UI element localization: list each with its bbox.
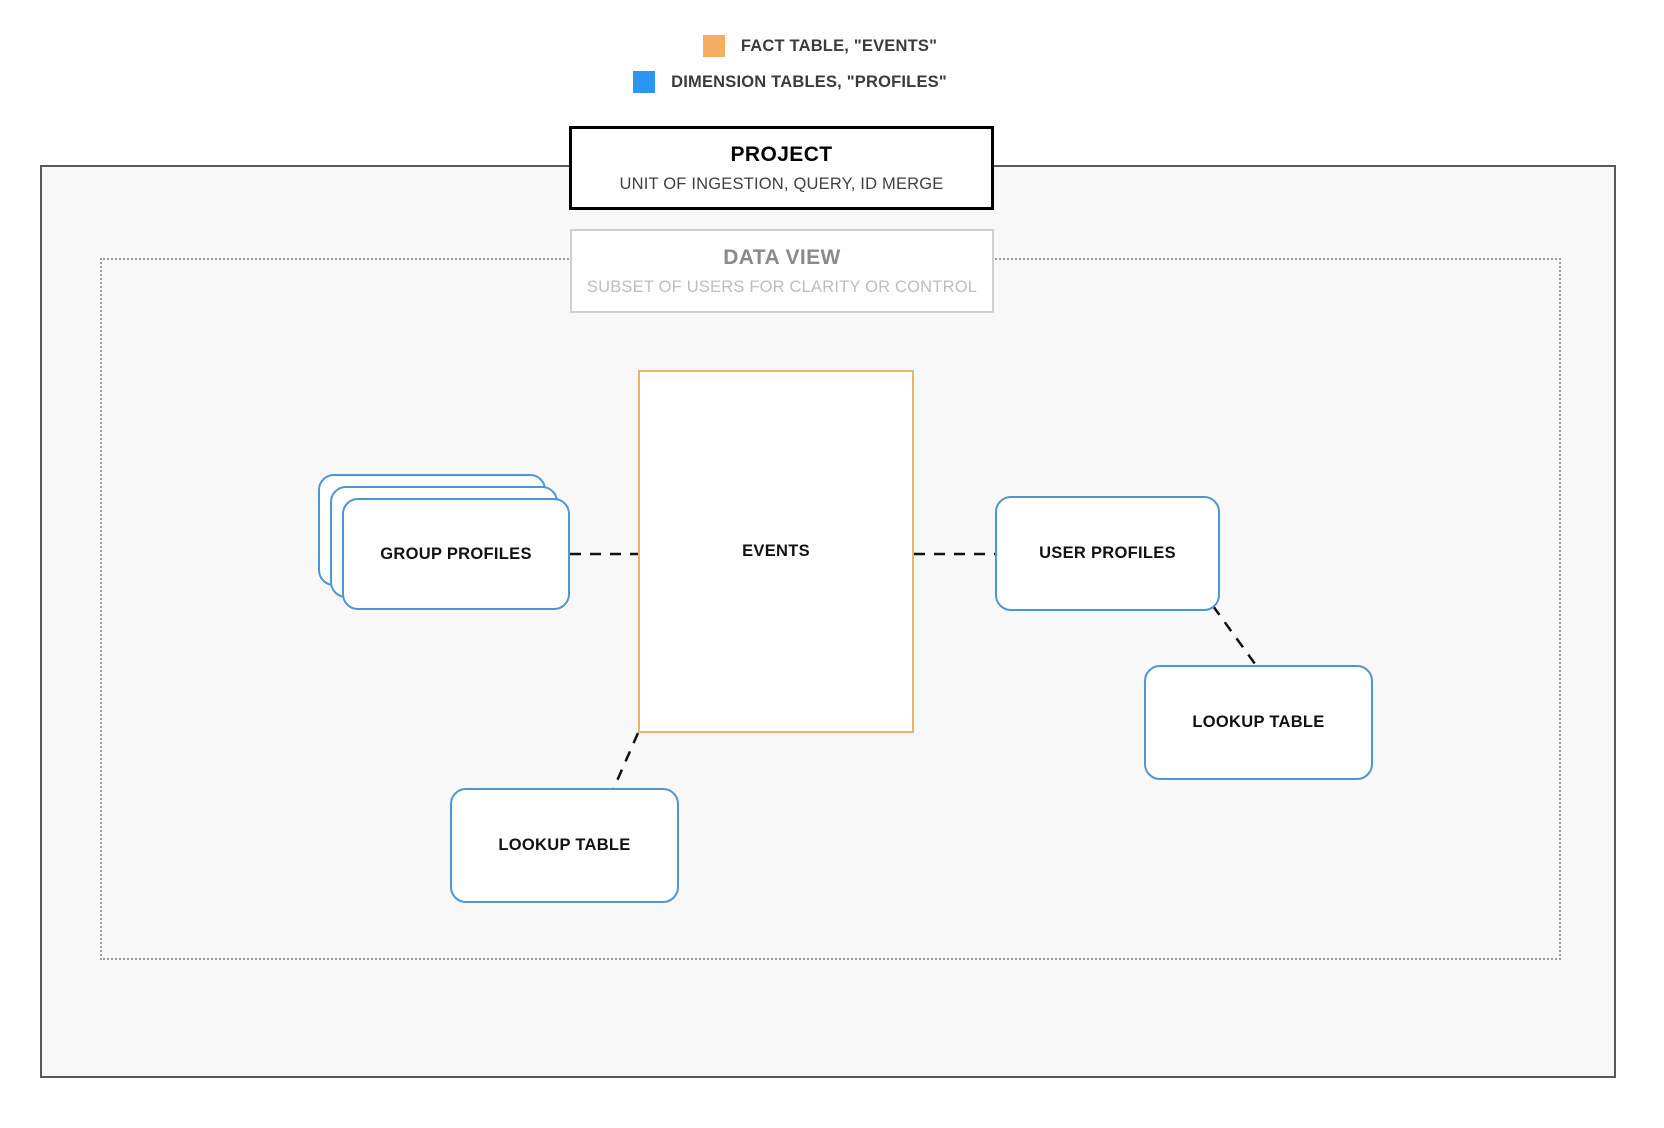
node-label-user-profiles: USER PROFILES — [1039, 544, 1176, 562]
data-view-header-box: DATA VIEW SUBSET OF USERS FOR CLARITY OR… — [570, 229, 994, 313]
group-profiles-card-front[interactable]: GROUP PROFILES — [342, 498, 570, 610]
project-subtitle: UNIT OF INGESTION, QUERY, ID MERGE — [619, 174, 944, 193]
legend-item-dimension-tables: DIMENSION TABLES, "PROFILES" — [0, 64, 1664, 100]
node-label-lookup-table-left: LOOKUP TABLE — [498, 836, 631, 854]
node-group-profiles[interactable]: GROUP PROFILES — [318, 474, 570, 610]
node-events[interactable]: EVENTS — [638, 370, 914, 733]
project-header-box: PROJECT UNIT OF INGESTION, QUERY, ID MER… — [569, 126, 994, 210]
node-lookup-table-left[interactable]: LOOKUP TABLE — [450, 788, 679, 903]
node-lookup-table-right[interactable]: LOOKUP TABLE — [1144, 665, 1373, 780]
legend-label-dimension-tables: DIMENSION TABLES, "PROFILES" — [671, 72, 947, 91]
project-title: PROJECT — [730, 142, 833, 166]
node-user-profiles[interactable]: USER PROFILES — [995, 496, 1220, 611]
blue-square-swatch-icon — [633, 71, 656, 93]
legend-item-fact-table: FACT TABLE, "EVENTS" — [0, 28, 1664, 64]
node-label-lookup-table-right: LOOKUP TABLE — [1192, 713, 1325, 731]
node-label-group-profiles: GROUP PROFILES — [380, 544, 532, 563]
legend: FACT TABLE, "EVENTS" DIMENSION TABLES, "… — [0, 28, 1664, 100]
node-label-events: EVENTS — [742, 542, 810, 560]
orange-square-swatch-icon — [702, 35, 725, 57]
data-view-subtitle: SUBSET OF USERS FOR CLARITY OR CONTROL — [586, 277, 978, 296]
data-view-title: DATA VIEW — [723, 245, 841, 269]
legend-label-fact-table: FACT TABLE, "EVENTS" — [740, 36, 938, 55]
